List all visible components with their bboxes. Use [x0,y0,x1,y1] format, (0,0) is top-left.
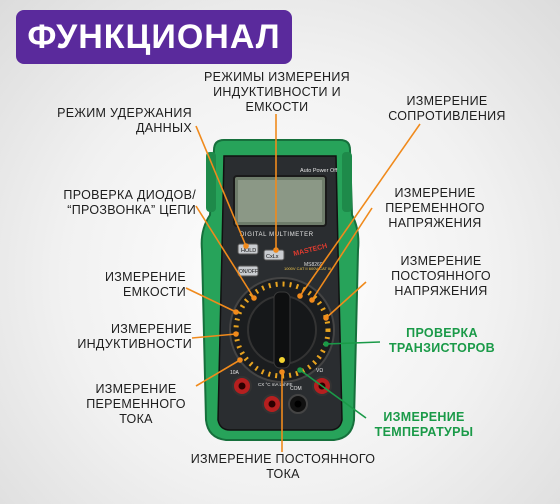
jack-v-label: VΩ [316,368,323,374]
model-text: MS8269 [304,262,323,268]
label-resistance: ИЗМЕРЕНИЕ СОПРОТИВЛЕНИЯ [388,94,506,123]
dial-pointer [273,291,291,369]
label-data-hold: РЕЖИМ УДЕРЖАНИЯ ДАННЫХ [57,106,192,135]
power-button-text: ON/OFF [239,269,258,275]
power-button-shape [237,265,259,277]
label-dc-voltage: ИЗМЕРЕНИЕ ПОСТОЯННОГО НАПРЯЖЕНИЯ [391,254,491,298]
panel-title-text: DIGITAL MULTIMETER [240,232,314,238]
leader-lines [185,114,421,452]
hold-button-text: HOLD [241,248,256,254]
hold-button-shape [237,243,259,255]
label-inductance: ИЗМЕРЕНИЕ ИНДУКТИВНОСТИ [77,322,192,351]
label-ac-current: ИЗМЕРЕНИЕ ПЕРЕМЕННОГО ТОКА [86,382,186,426]
label-dc-current: ИЗМЕРЕНИЕ ПОСТОЯННОГО ТОКА [190,452,376,481]
cat-rating-text: 1000V CAT II 600V CAT III [284,266,331,271]
label-temperature: ИЗМЕРЕНИЕ ТЕМПЕРАТУРЫ [374,410,474,439]
dial-range-markers [233,281,331,379]
lcd-face [238,180,322,222]
jack-10a-label: 10A [230,370,240,376]
cap-button-text: CxLx [266,254,279,260]
leader-lines-green [297,341,381,419]
dial-indicator-dot [279,357,285,363]
jack-ma-label: CX °C mA LxhFE [258,382,293,387]
holster-grip-right [342,152,352,212]
label-capacitance: ИЗМЕРЕНИЕ ЕМКОСТИ [104,270,186,299]
auto-power-off-text: Auto Power Off [300,168,338,174]
label-inductance-capacitance-modes: РЕЖИМЫ ИЗМЕРЕНИЯ ИНДУКТИВНОСТИ И ЕМКОСТИ [204,70,350,114]
jack-com-label: COM [290,386,302,392]
title-banner: ФУНКЦИОНАЛ [16,10,292,64]
label-transistor-test: ПРОВЕРКА ТРАНЗИСТОРОВ [388,326,496,355]
label-diode-continuity: ПРОВЕРКА ДИОДОВ/ “ПРОЗВОНКА” ЦЕПИ [63,188,196,217]
label-ac-voltage: ИЗМЕРЕНИЕ ПЕРЕМЕННОГО НАПРЯЖЕНИЯ [385,186,485,230]
